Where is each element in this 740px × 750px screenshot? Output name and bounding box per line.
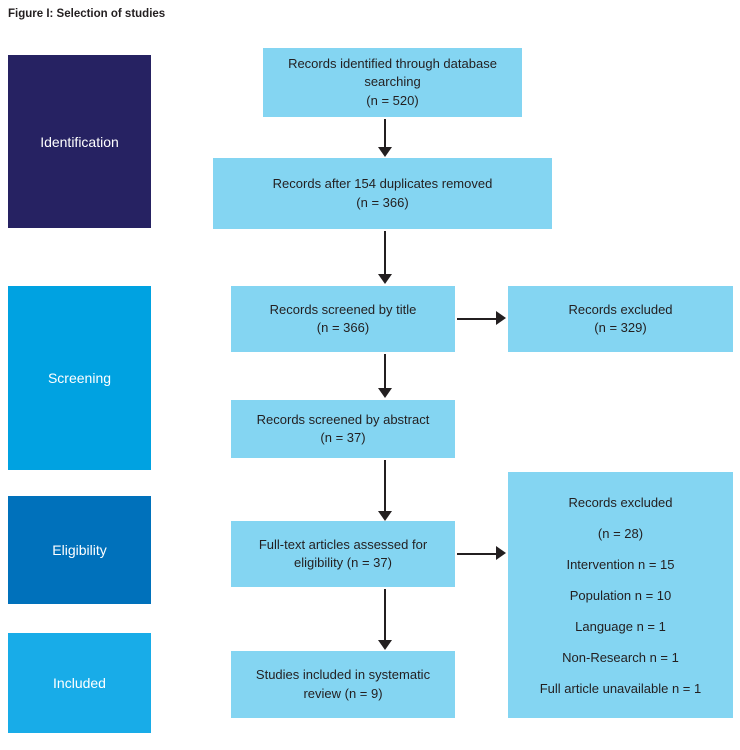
node-screened-by-title: Records screened by title (n = 366): [231, 286, 455, 352]
arrow-fulltext-to-included-head-icon: [378, 640, 392, 650]
node-screened-by-abstract: Records screened by abstract (n = 37): [231, 400, 455, 458]
figure-title: Figure I: Selection of studies: [8, 8, 166, 20]
arrow-screened-title-to-abstract-head-icon: [378, 388, 392, 398]
node-studies-included: Studies included in systematic review (n…: [231, 651, 455, 718]
arrow-fulltext-to-excluded-head-icon: [496, 546, 506, 560]
node-records-excluded-title: Records excluded (n = 329): [508, 286, 733, 352]
arrow-screened-title-to-excluded-head-icon: [496, 311, 506, 325]
node-records-identified: Records identified through database sear…: [263, 48, 522, 117]
arrow-screened-title-to-excluded-line: [457, 318, 497, 320]
stage-screening: Screening: [8, 286, 151, 470]
stage-included: Included: [8, 633, 151, 733]
arrow-duplicates-to-screened-title-line: [384, 231, 386, 275]
arrow-fulltext-to-excluded-line: [457, 553, 497, 555]
node-records-excluded-fulltext: Records excluded (n = 28) Intervention n…: [508, 472, 733, 718]
arrow-screened-title-to-abstract-line: [384, 354, 386, 389]
stage-eligibility: Eligibility: [8, 496, 151, 604]
arrow-duplicates-to-screened-title-head-icon: [378, 274, 392, 284]
arrow-identified-to-duplicates-head-icon: [378, 147, 392, 157]
stage-identification: Identification: [8, 55, 151, 228]
arrow-fulltext-to-included-line: [384, 589, 386, 641]
stage-eligibility-label: Eligibility: [52, 542, 107, 558]
stage-included-label: Included: [53, 675, 106, 691]
arrow-abstract-to-fulltext-line: [384, 460, 386, 512]
arrow-abstract-to-fulltext-head-icon: [378, 511, 392, 521]
stage-identification-label: Identification: [40, 133, 119, 150]
arrow-identified-to-duplicates-line: [384, 119, 386, 148]
node-fulltext-assessed: Full-text articles assessed for eligibil…: [231, 521, 455, 587]
stage-screening-label: Screening: [47, 370, 112, 386]
node-duplicates-removed: Records after 154 duplicates removed (n …: [213, 158, 552, 229]
